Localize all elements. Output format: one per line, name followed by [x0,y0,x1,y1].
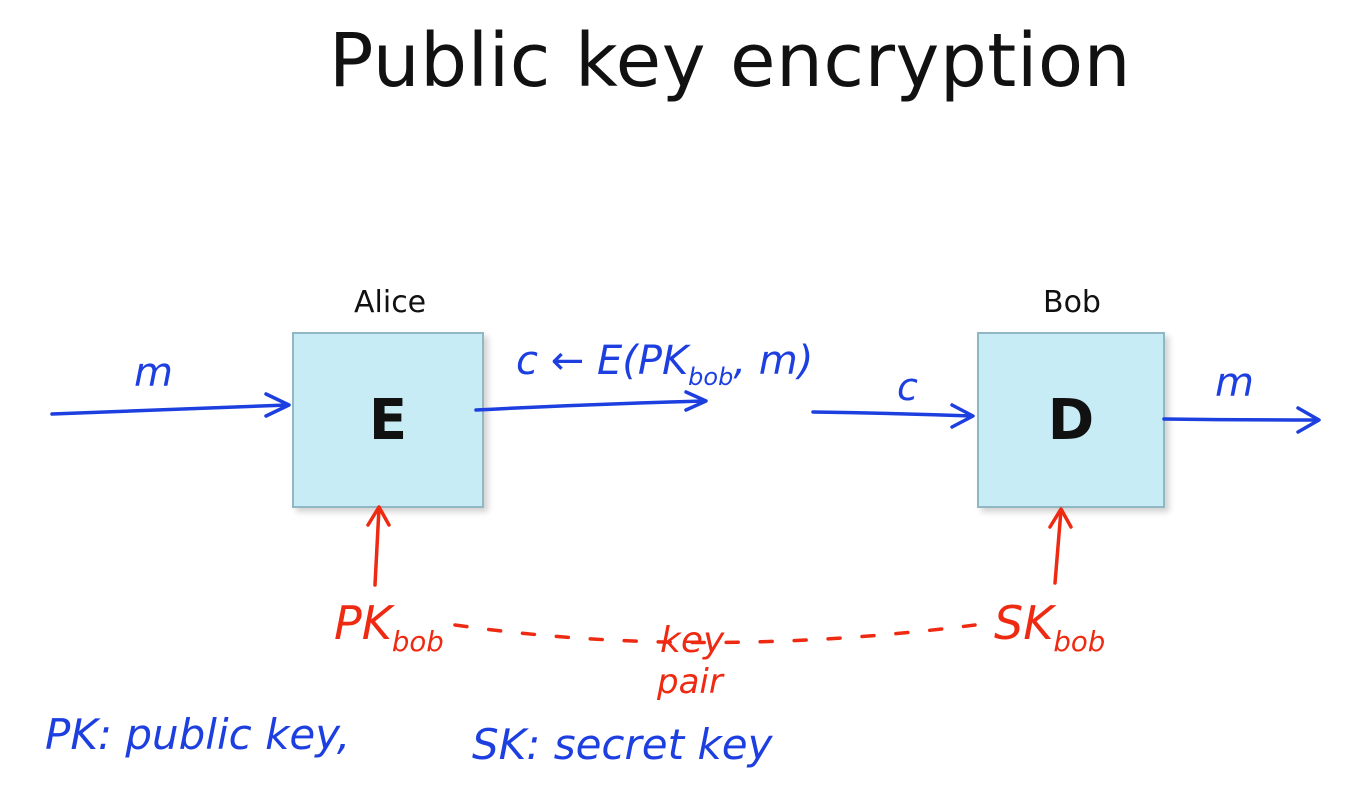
c-arrow [811,410,974,418]
ciphertext-arrowhead [684,390,708,412]
input-arrow [50,403,290,416]
output-arrowhead [1296,406,1321,434]
ciphertext-arrow [474,399,707,412]
pk-arrow [373,506,381,587]
output-arrow [1162,417,1320,422]
legend-pk: PK: public key, [45,710,351,759]
sk-arrow [1053,508,1063,585]
legend-sk: SK: secret key [472,720,773,769]
key-pair-dashes [453,623,977,645]
sk-arrowhead [1048,507,1073,529]
decrypt-box: D [977,332,1165,508]
encrypt-box-label: E [368,387,408,453]
slide-title: Public key encryption [328,18,1132,104]
pk-bob-sub: bob [391,625,444,659]
output-m-label: m [1215,360,1254,406]
pk-arrowhead [366,505,391,527]
sk-bob-main: SK [994,596,1054,650]
ciphertext-formula-sub: bob [688,362,734,391]
sk-bob-sub: bob [1053,625,1106,659]
bob-label: Bob [1043,285,1101,320]
c-arrowhead [950,403,975,429]
alice-label: Alice [354,285,427,320]
decrypt-box-label: D [1047,387,1095,453]
pk-bob-main: PK [334,596,392,650]
ciphertext-formula-end: , m) [733,338,814,384]
pk-bob-label: PKbob [334,596,444,658]
c-label: c [897,365,918,409]
input-m-label: m [134,350,173,396]
input-arrowhead [264,392,291,418]
key-pair-line2: pair [657,662,723,702]
ciphertext-formula: c ← E(PKbob, m) [516,338,814,391]
sk-bob-label: SKbob [994,596,1105,658]
ciphertext-formula-main: c ← E(PK [516,338,689,384]
key-pair-line1: key [660,620,725,661]
encrypt-box: E [292,332,484,508]
